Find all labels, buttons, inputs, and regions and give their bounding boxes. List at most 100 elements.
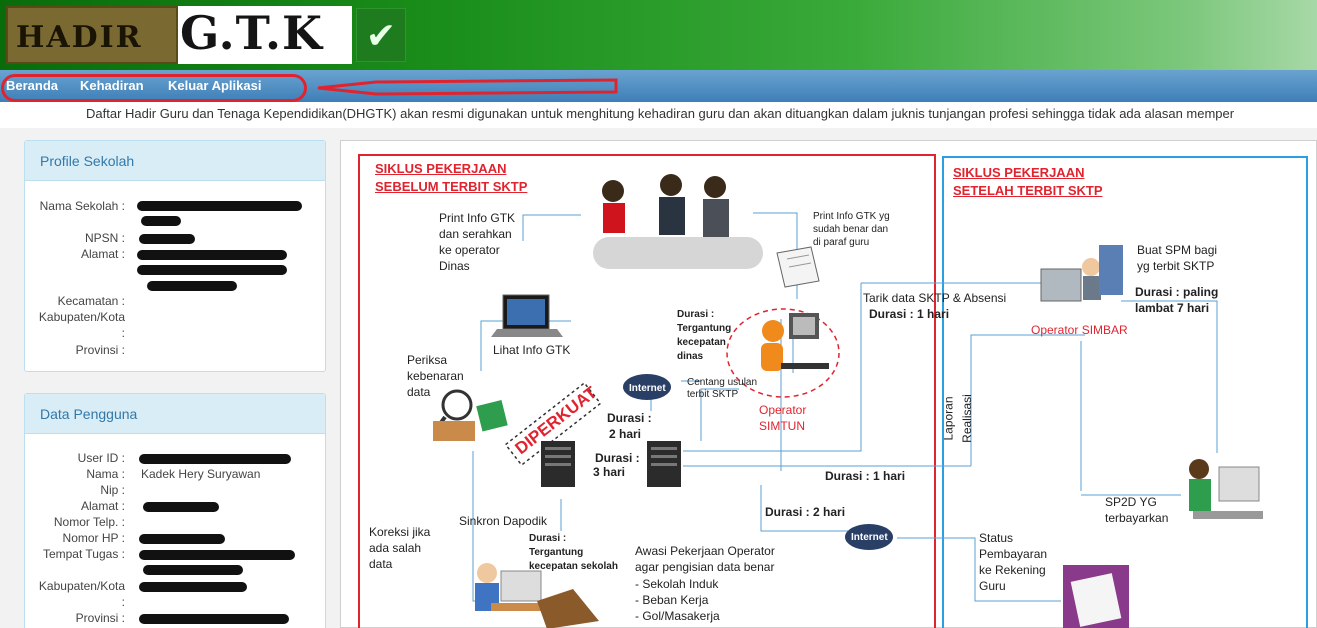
- buat-spm-line: Buat SPM bagi: [1137, 243, 1218, 257]
- durasi-2-hari-label: Durasi :: [607, 411, 652, 425]
- durasi-sekolah-line: kecepatan sekolah: [529, 561, 618, 572]
- app-header: HADIR G.T.K ✔: [0, 0, 1317, 70]
- left-title-2: SEBELUM TERBIT SKTP: [375, 179, 528, 194]
- awasi-list-item: - Gol/Masakerja: [635, 609, 720, 623]
- redaction-mark: [139, 454, 291, 464]
- simtun-highlight: [726, 308, 840, 398]
- redaction-mark: [139, 550, 295, 560]
- diagram-graphics: [358, 154, 1308, 628]
- nav-kehadiran[interactable]: Kehadiran: [80, 78, 144, 93]
- operator-simbar-label: Operator SIMBAR: [1031, 323, 1128, 337]
- redaction-mark: [139, 582, 247, 592]
- print-info-line: Print Info GTK: [439, 211, 516, 225]
- redaction-mark: [139, 534, 225, 544]
- status-line: Pembayaran: [979, 547, 1048, 561]
- redaction-mark: [139, 234, 195, 244]
- clipboard-icon: [1063, 565, 1129, 628]
- laporan-line: Realisasi: [959, 394, 974, 443]
- redaction-mark: [143, 565, 243, 575]
- label-nip: Nip :: [100, 483, 125, 497]
- durasi-dinas-line: Durasi :: [677, 309, 715, 320]
- operator-simbar-icon: [1040, 245, 1123, 302]
- left-title-1: SIKLUS PEKERJAAN: [375, 161, 507, 176]
- sp2d-line: SP2D YG: [1105, 495, 1157, 509]
- operator-simtun-icon: [761, 313, 829, 371]
- koreksi-line: ada salah: [369, 541, 422, 555]
- laporan-line: Laporan: [941, 396, 956, 441]
- operator-sp2d-icon: [1189, 459, 1263, 519]
- koreksi-line: data: [369, 557, 393, 571]
- label-kecamatan: Kecamatan :: [57, 294, 125, 308]
- durasi-dinas-line: dinas: [677, 351, 704, 362]
- inspector-icon: [433, 389, 508, 441]
- buat-spm-line: yg terbit SKTP: [1137, 259, 1215, 273]
- status-line: ke Rekening: [979, 563, 1046, 577]
- label-alamat: Alamat :: [80, 499, 125, 513]
- marquee-ticker: Daftar Hadir Guru dan Tenaga Kependidika…: [0, 102, 1317, 128]
- internet-cloud-icon: [845, 524, 893, 550]
- profile-title: Profile Sekolah: [25, 141, 325, 181]
- durasi-paling-line: Durasi : paling: [1135, 285, 1219, 299]
- awasi-line: Awasi Pekerjaan Operator: [635, 544, 775, 558]
- durasi-paling-line: lambat 7 hari: [1135, 301, 1210, 315]
- nav-beranda[interactable]: Beranda: [6, 78, 59, 93]
- print-paraf-line: sudah benar dan: [813, 224, 889, 235]
- awasi-line: agar pengisian data benar: [635, 560, 775, 574]
- print-info-line: dan serahkan: [439, 227, 512, 241]
- user-panel: Data Pengguna User ID : Nama : Kadek Her…: [24, 393, 326, 628]
- durasi-dinas-line: kecepatan: [677, 337, 726, 348]
- status-line: Guru: [979, 579, 1006, 593]
- redaction-mark: [143, 502, 219, 512]
- operator-dapodik-icon: [475, 563, 599, 628]
- annotation-circle: [1, 74, 307, 102]
- print-paraf-line: di paraf guru: [813, 237, 870, 248]
- durasi-sekolah-line: Durasi :: [529, 533, 567, 544]
- stamp-diperkuat: [504, 381, 602, 467]
- redaction-mark: [137, 250, 287, 260]
- label-nama-sekolah: Nama Sekolah :: [39, 199, 125, 213]
- label-kabupaten-colon: :: [121, 595, 125, 609]
- right-title-1: SIKLUS PEKERJAAN: [953, 165, 1085, 180]
- label-npsn: NPSN :: [84, 231, 125, 245]
- internet-label: Internet: [629, 383, 666, 394]
- centang-line: Centang usulan: [687, 377, 758, 388]
- logo-hadir-text: HADIR: [16, 20, 143, 55]
- durasi-3-hari-label: Durasi :: [595, 451, 640, 465]
- durasi-3-hari-value: 3 hari: [593, 465, 626, 479]
- label-nomor-telp: Nomor Telp. :: [53, 515, 125, 529]
- lihat-info-label: Lihat Info GTK: [493, 343, 571, 357]
- periksa-line: data: [407, 385, 431, 399]
- redaction-mark: [137, 265, 287, 275]
- nav-keluar-aplikasi[interactable]: Keluar Aplikasi: [168, 78, 262, 93]
- check-icon: ✔: [356, 8, 406, 62]
- ticker-text: Daftar Hadir Guru dan Tenaga Kependidika…: [86, 106, 1235, 121]
- periksa-line: Periksa: [407, 353, 448, 367]
- label-nomor-hp: Nomor HP :: [62, 531, 125, 545]
- label-user-id: User ID :: [77, 451, 125, 465]
- print-info-line: Dinas: [439, 259, 470, 273]
- periksa-line: kebenaran: [407, 369, 464, 383]
- durasi-2-hari-b: Durasi : 2 hari: [765, 505, 846, 519]
- paper-icon: [776, 246, 820, 288]
- tarik-data-label: Tarik data SKTP & Absensi: [863, 291, 1007, 305]
- label-alamat: Alamat :: [80, 247, 125, 261]
- label-nama: Nama :: [86, 467, 125, 481]
- label-provinsi: Provinsi :: [75, 611, 125, 625]
- operator-simtun-label: Operator: [759, 403, 807, 417]
- redaction-mark: [147, 281, 237, 291]
- meeting-illustration: [593, 174, 763, 269]
- laptop-icon: [491, 294, 563, 337]
- durasi-2-hari-value: 2 hari: [609, 427, 642, 441]
- logo-gtk-text: G.T.K: [180, 6, 323, 60]
- label-kabupaten: Kabupaten/Kota: [38, 579, 125, 593]
- status-line: Status: [979, 531, 1014, 545]
- work-cycle-diagram: SIKLUS PEKERJAAN SEBELUM TERBIT SKTP SIK…: [340, 140, 1317, 628]
- print-info-line: ke operator: [439, 243, 500, 257]
- durasi-1-hari-a: Durasi : 1 hari: [869, 307, 950, 321]
- redaction-mark: [141, 216, 181, 226]
- internet-cloud-icon: [623, 374, 671, 400]
- annotation-arrow: [317, 78, 618, 96]
- centang-line: terbit SKTP: [687, 389, 739, 400]
- user-title: Data Pengguna: [25, 394, 325, 434]
- value-nama: Kadek Hery Suryawan: [141, 467, 261, 481]
